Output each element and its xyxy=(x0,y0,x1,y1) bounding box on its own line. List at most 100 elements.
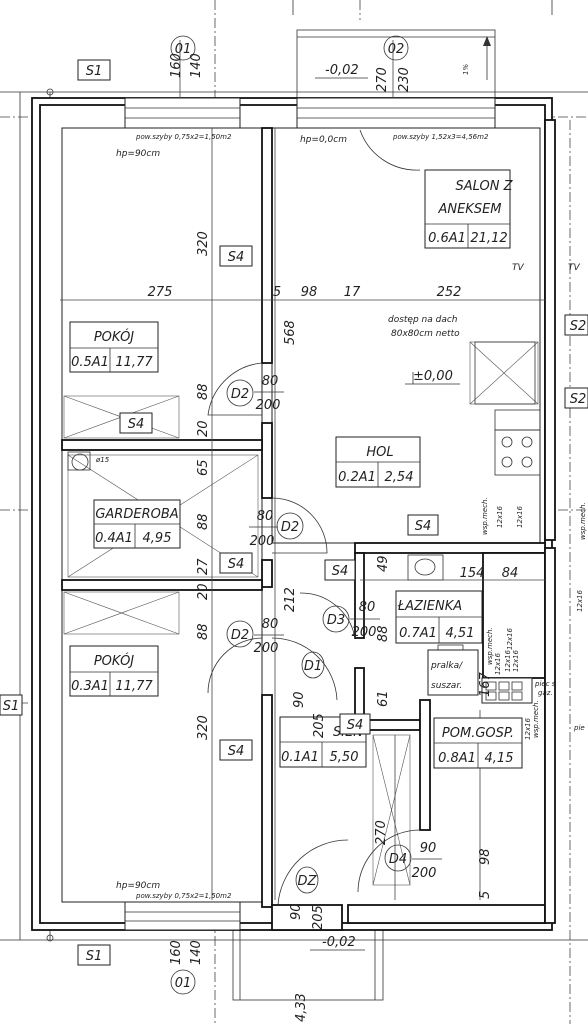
dim-bottom-433: 4,33 xyxy=(294,993,309,1022)
room-salon-area: 21,12 xyxy=(470,231,507,246)
note-vent-diam: ø15 xyxy=(95,456,110,464)
level-bottom: -0,02 xyxy=(322,935,356,950)
room-pokoj-bottom-area: 11,77 xyxy=(115,679,153,694)
interior-walls xyxy=(61,119,556,931)
door-d2-a-tag: D2 xyxy=(231,387,249,402)
note-vent-size-1: 12x16 xyxy=(496,505,504,528)
circle-tag-01-bottom-label: 01 xyxy=(175,976,192,991)
circle-tag-01-top xyxy=(170,35,196,61)
room-label-pokoj-top: POKÓJ 0.5A1 11,77 xyxy=(69,321,159,373)
note-piec-3: pie xyxy=(573,724,585,732)
room-sien-code: 0.1A1 xyxy=(281,750,319,765)
wall-tag-s2-1: S2 xyxy=(570,319,587,334)
note-wsp-mech-2: wsp.mech. xyxy=(579,502,587,540)
dim-17: 17 xyxy=(344,285,361,300)
level-floor: ±0,00 xyxy=(413,369,453,384)
room-lazienka-area: 4,51 xyxy=(446,626,475,641)
room-pokoj-top-code: 0.5A1 xyxy=(71,355,109,370)
circle-tag-01-top-label: 01 xyxy=(175,42,192,57)
door-d4-height: 200 xyxy=(412,866,437,881)
note-wsp-mech-1: wsp.mech. xyxy=(481,497,489,535)
dim-568: 568 xyxy=(283,320,298,345)
axis-tag-s1-left: S1 xyxy=(3,699,20,714)
room-garderoba-area: 4,95 xyxy=(143,531,172,546)
room-hol-name: HOL xyxy=(366,445,393,460)
dim-bottom-160: 160 xyxy=(169,940,184,965)
axis-tag-s1-top-label: S1 xyxy=(86,64,103,79)
dim-bottom-140: 140 xyxy=(189,940,204,965)
dim-bath-84: 84 xyxy=(502,566,519,581)
room-hol-code: 0.2A1 xyxy=(338,470,376,485)
door-d1-height: 205 xyxy=(312,713,327,738)
room-lazienka-code: 0.7A1 xyxy=(399,626,437,641)
dim-275: 275 xyxy=(148,285,173,300)
door-d4-width: 90 xyxy=(420,841,437,856)
axis-tag-s1-bottom xyxy=(77,944,111,966)
room-pom-gosp-area: 4,15 xyxy=(485,751,514,766)
room-lazienka-name: ŁAZIENKA xyxy=(397,599,462,614)
dim-pg-167: 167 xyxy=(478,671,493,697)
door-d3-height: 200 xyxy=(352,625,377,640)
roof-hatch xyxy=(474,341,536,405)
note-vent-size-2: 12x16 xyxy=(516,505,524,528)
note-pralka-1: pralka/ xyxy=(430,661,463,671)
wall-tag-s2-2: S2 xyxy=(570,392,587,407)
note-vent-size-7: 12x16 xyxy=(524,717,532,740)
dim-pg-98: 98 xyxy=(478,848,493,865)
note-tv-2: TV xyxy=(568,263,580,273)
dim-88-b: 88 xyxy=(196,513,211,530)
room-sien-area: 5,50 xyxy=(330,750,359,765)
room-pokoj-top-name: POKÓJ xyxy=(94,329,134,345)
dim-320-bottom: 320 xyxy=(196,715,211,740)
room-label-pom-gosp: POM.GOSP. 0.8A1 4,15 xyxy=(433,717,523,769)
note-wsp-mech-3: wsp.mech. xyxy=(486,627,494,665)
door-tags: D2 80 200 D2 80 200 D2 80 200 D3 80 200 … xyxy=(226,374,442,930)
level-top: -0,02 xyxy=(325,63,359,78)
dim-252: 252 xyxy=(437,285,462,300)
door-dz-tag: DZ xyxy=(298,874,318,889)
room-pom-gosp-name: POM.GOSP. xyxy=(442,726,514,741)
note-vent-size-5: 12x16 xyxy=(512,649,520,672)
room-salon-name-1: SALON Z xyxy=(456,179,514,194)
note-tv-1: TV xyxy=(512,263,524,273)
dim-5: 5 xyxy=(273,285,281,300)
axis-tag-s1-bottom-label: S1 xyxy=(86,949,103,964)
wall-tag-s4-1: S4 xyxy=(228,250,245,265)
door-d2-c-width: 80 xyxy=(262,617,279,632)
dim-pg-5: 5 xyxy=(478,891,493,899)
door-dz-height: 205 xyxy=(311,905,326,930)
wall-tag-s4-4: S4 xyxy=(228,744,245,759)
door-d1-tag: D1 xyxy=(304,659,322,674)
dim-bath-88: 88 xyxy=(376,625,391,642)
door-d2-a-height: 200 xyxy=(256,398,281,413)
circle-tag-01-bottom xyxy=(170,969,196,995)
note-vent-size-8: 12x16 xyxy=(576,589,584,612)
dim-212: 212 xyxy=(283,587,298,612)
note-roof-access-2: 80x80cm netto xyxy=(391,329,460,339)
vent-grid xyxy=(481,677,533,704)
dim-top-140: 140 xyxy=(189,53,204,78)
room-hol-area: 2,54 xyxy=(385,470,414,485)
axis-tag-s1-top xyxy=(77,59,111,81)
note-hp-left-top: hp=90cm xyxy=(116,149,160,159)
room-label-salon: SALON Z ANEKSEM 0.6A1 21,12 xyxy=(424,169,514,249)
dimension-texts: 275 5 98 17 252 320 88 20 65 88 27 20 88… xyxy=(148,231,519,899)
kitchen-stove xyxy=(494,409,541,476)
room-pokoj-bottom-code: 0.3A1 xyxy=(71,679,109,694)
room-pom-gosp-code: 0.8A1 xyxy=(438,751,476,766)
dim-98: 98 xyxy=(301,285,318,300)
note-hp-salon: hp=0,0cm xyxy=(300,135,347,145)
dim-27: 27 xyxy=(196,558,211,575)
door-d2-a-width: 80 xyxy=(262,374,279,389)
circle-tag-02-top-label: 02 xyxy=(388,42,405,57)
note-roof-access-1: dostęp na dach xyxy=(388,315,458,325)
dim-20-b: 20 xyxy=(196,583,211,600)
dim-88-a: 88 xyxy=(196,383,211,400)
room-pokoj-bottom-name: POKÓJ xyxy=(94,653,134,669)
door-d1-width: 90 xyxy=(292,691,307,708)
door-d2-c-height: 200 xyxy=(254,641,279,656)
dim-20-a: 20 xyxy=(196,420,211,437)
note-glass-salon: pow.szyby 1,52x3=4,56m2 xyxy=(392,133,489,141)
note-hp-left-bottom: hp=90cm xyxy=(116,881,160,891)
